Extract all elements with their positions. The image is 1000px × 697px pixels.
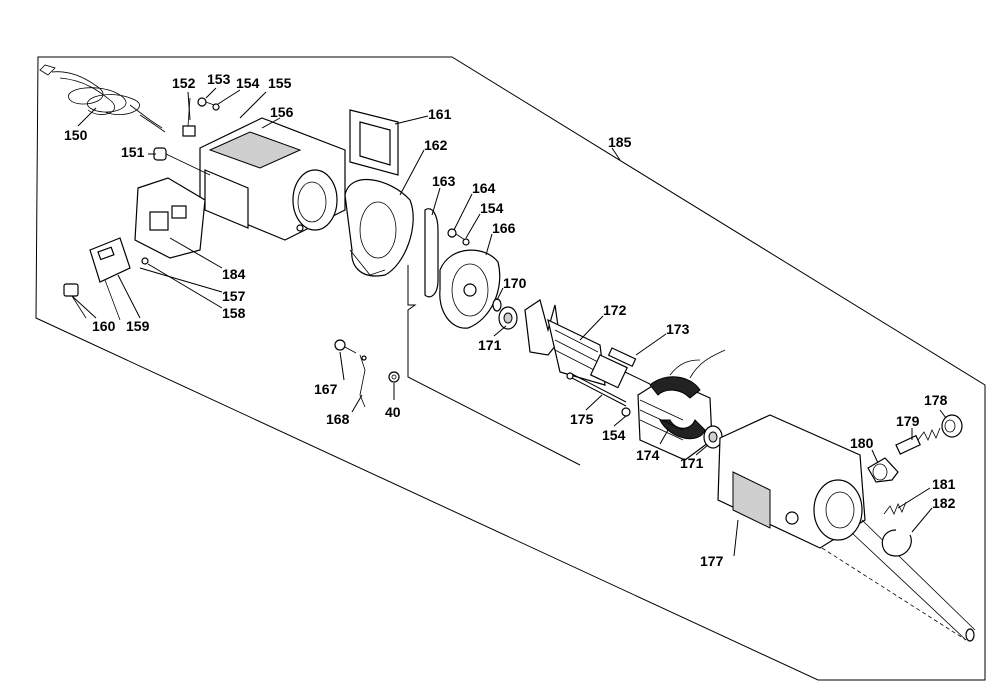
callout-152: 152 bbox=[172, 75, 196, 91]
callout-173: 173 bbox=[666, 321, 690, 337]
callout-171-right: 171 bbox=[680, 455, 704, 471]
callout-178: 178 bbox=[924, 392, 948, 408]
callout-154-top: 154 bbox=[236, 75, 260, 91]
callout-180: 180 bbox=[850, 435, 874, 451]
callout-181: 181 bbox=[932, 476, 956, 492]
switch-159-part bbox=[89, 237, 131, 321]
callout-167: 167 bbox=[314, 381, 338, 397]
callout-177: 177 bbox=[700, 553, 724, 569]
end-bell-166-part bbox=[439, 249, 501, 329]
motor-housing-177-part bbox=[717, 414, 976, 642]
power-cord-part bbox=[39, 64, 166, 133]
switch-plate-184-part bbox=[134, 177, 206, 259]
callout-182: 182 bbox=[932, 495, 956, 511]
washer-40-part bbox=[388, 371, 400, 383]
switch-housing-part bbox=[199, 117, 346, 241]
callout-154-low: 154 bbox=[602, 427, 626, 443]
bearing-171b-part bbox=[703, 425, 723, 449]
brush-spring-179-part bbox=[895, 427, 941, 455]
inner-boundary-line bbox=[407, 265, 581, 466]
switch-key-160-part bbox=[63, 283, 87, 319]
brush-cap-178-part bbox=[941, 414, 963, 438]
callout-185: 185 bbox=[608, 134, 632, 150]
callout-166: 166 bbox=[492, 220, 516, 236]
callout-161: 161 bbox=[428, 106, 452, 122]
callout-158: 158 bbox=[222, 305, 246, 321]
callout-168: 168 bbox=[326, 411, 350, 427]
spring-181-part bbox=[883, 501, 907, 515]
callout-163: 163 bbox=[432, 173, 456, 189]
retaining-ring-182-part bbox=[881, 529, 912, 557]
callout-184: 184 bbox=[222, 266, 246, 282]
callout-170: 170 bbox=[503, 275, 527, 291]
field-coil-174-part bbox=[637, 349, 726, 461]
callout-164: 164 bbox=[472, 180, 496, 196]
callout-150: 150 bbox=[64, 127, 88, 143]
bearing-171a-part bbox=[498, 306, 518, 330]
callout-160: 160 bbox=[92, 318, 116, 334]
baffle-163-part bbox=[424, 208, 439, 298]
callout-154-mid: 154 bbox=[480, 200, 504, 216]
callout-155: 155 bbox=[268, 75, 292, 91]
callout-153: 153 bbox=[207, 71, 231, 87]
through-bolt-175-part bbox=[566, 372, 627, 407]
callout-40: 40 bbox=[385, 404, 401, 420]
callout-172: 172 bbox=[603, 302, 627, 318]
washer-154c-part bbox=[621, 407, 631, 417]
callout-156: 156 bbox=[270, 104, 294, 120]
screw-164-part bbox=[447, 228, 470, 246]
callout-175: 175 bbox=[570, 411, 594, 427]
washer-170-part bbox=[492, 298, 502, 312]
button-151-part bbox=[153, 147, 211, 176]
assembly-boundary bbox=[35, 56, 986, 681]
callout-151: 151 bbox=[121, 144, 145, 160]
callout-179: 179 bbox=[896, 413, 920, 429]
brush-173-part bbox=[607, 347, 637, 368]
armature-172-part bbox=[524, 299, 651, 389]
screw-167-part bbox=[334, 339, 357, 354]
callout-171-left: 171 bbox=[478, 337, 502, 353]
callout-174: 174 bbox=[636, 447, 660, 463]
frame-161-part bbox=[349, 109, 399, 176]
screw-158-part bbox=[141, 257, 149, 265]
shroud-162-part bbox=[344, 179, 414, 277]
clip-168-part bbox=[359, 354, 367, 408]
callout-157: 157 bbox=[222, 288, 246, 304]
leader-lines bbox=[71, 87, 947, 557]
callout-162: 162 bbox=[424, 137, 448, 153]
brush-holder-180-part bbox=[867, 457, 899, 483]
washer-154-part bbox=[212, 103, 220, 111]
screw-153-part bbox=[197, 97, 215, 107]
callout-159: 159 bbox=[126, 318, 150, 334]
